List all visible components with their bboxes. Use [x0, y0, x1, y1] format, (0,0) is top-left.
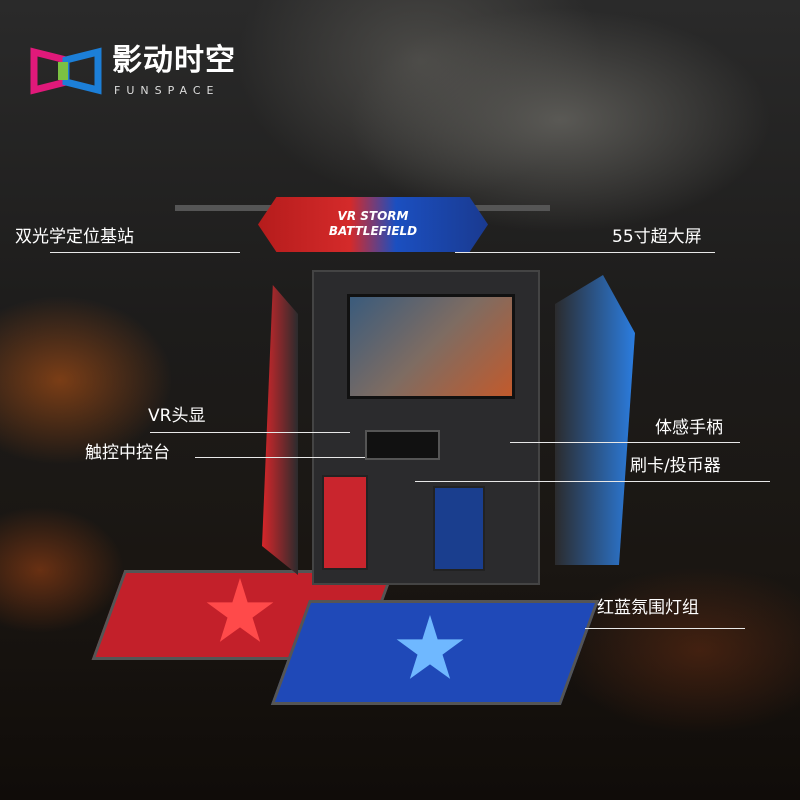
- banner-line1: VR STORM: [337, 209, 409, 223]
- label-lights: 红蓝氛围灯组: [597, 598, 699, 618]
- label-screen: 55寸超大屏: [612, 227, 702, 247]
- leader-line: [585, 628, 745, 629]
- label-controller: 体感手柄: [655, 418, 723, 438]
- banner-line2: BATTLEFIELD: [328, 224, 418, 238]
- blue-door-panel: [433, 486, 485, 571]
- brand-subtitle: FUNSPACE: [114, 84, 220, 97]
- star-icon: [396, 615, 464, 679]
- leader-line: [195, 457, 365, 458]
- leader-line: [415, 481, 770, 482]
- leader-line: [50, 252, 240, 253]
- label-base-station: 双光学定位基站: [15, 227, 134, 247]
- blue-side-wing: [555, 275, 635, 565]
- red-side-wing: [262, 285, 298, 575]
- label-vr-headset: VR头显: [148, 406, 206, 426]
- red-door-panel: [322, 475, 368, 570]
- title-banner: VR STORM BATTLEFIELD: [258, 197, 488, 252]
- funspace-logo-icon: [30, 47, 102, 95]
- leader-line: [150, 432, 350, 433]
- touch-console: [365, 430, 440, 460]
- leader-line: [510, 442, 740, 443]
- base-station-arm: [470, 205, 550, 211]
- game-screen: [347, 294, 515, 399]
- star-icon: [206, 578, 274, 642]
- label-console: 触控中控台: [85, 443, 170, 463]
- label-card-reader: 刷卡/投币器: [630, 456, 721, 476]
- leader-line: [455, 252, 715, 253]
- brand-name: 影动时空: [112, 43, 236, 78]
